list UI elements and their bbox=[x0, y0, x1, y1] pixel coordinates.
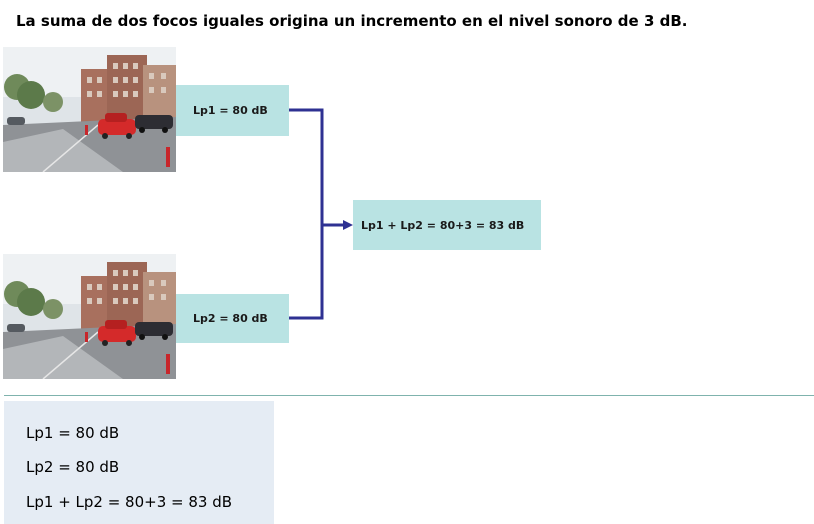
sum-box: Lp1 + Lp2 = 80+3 = 83 dB bbox=[353, 200, 541, 250]
source-2-box: Lp2 = 80 dB bbox=[176, 294, 289, 343]
formula-line-1: Lp1 = 80 dB bbox=[26, 424, 120, 442]
arrow-head-icon bbox=[343, 220, 353, 230]
formula-panel: Lp1 = 80 dB Lp2 = 80 dB Lp1 + Lp2 = 80+3… bbox=[4, 401, 274, 524]
sum-label: Lp1 + Lp2 = 80+3 = 83 dB bbox=[361, 218, 525, 232]
formula-line-2: Lp2 = 80 dB bbox=[26, 458, 120, 476]
street-photo-1 bbox=[3, 47, 176, 172]
source-2-label: Lp2 = 80 dB bbox=[193, 312, 268, 325]
connector-lines bbox=[289, 108, 353, 320]
section-divider bbox=[4, 395, 814, 396]
formula-line-3: Lp1 + Lp2 = 80+3 = 83 dB bbox=[26, 493, 233, 511]
street-photo-2 bbox=[3, 254, 176, 379]
page-title: La suma de dos focos iguales origina un … bbox=[16, 12, 688, 30]
source-1-label: Lp1 = 80 dB bbox=[193, 104, 268, 117]
source-1-box: Lp1 = 80 dB bbox=[176, 85, 289, 136]
bracket-line bbox=[289, 108, 324, 320]
